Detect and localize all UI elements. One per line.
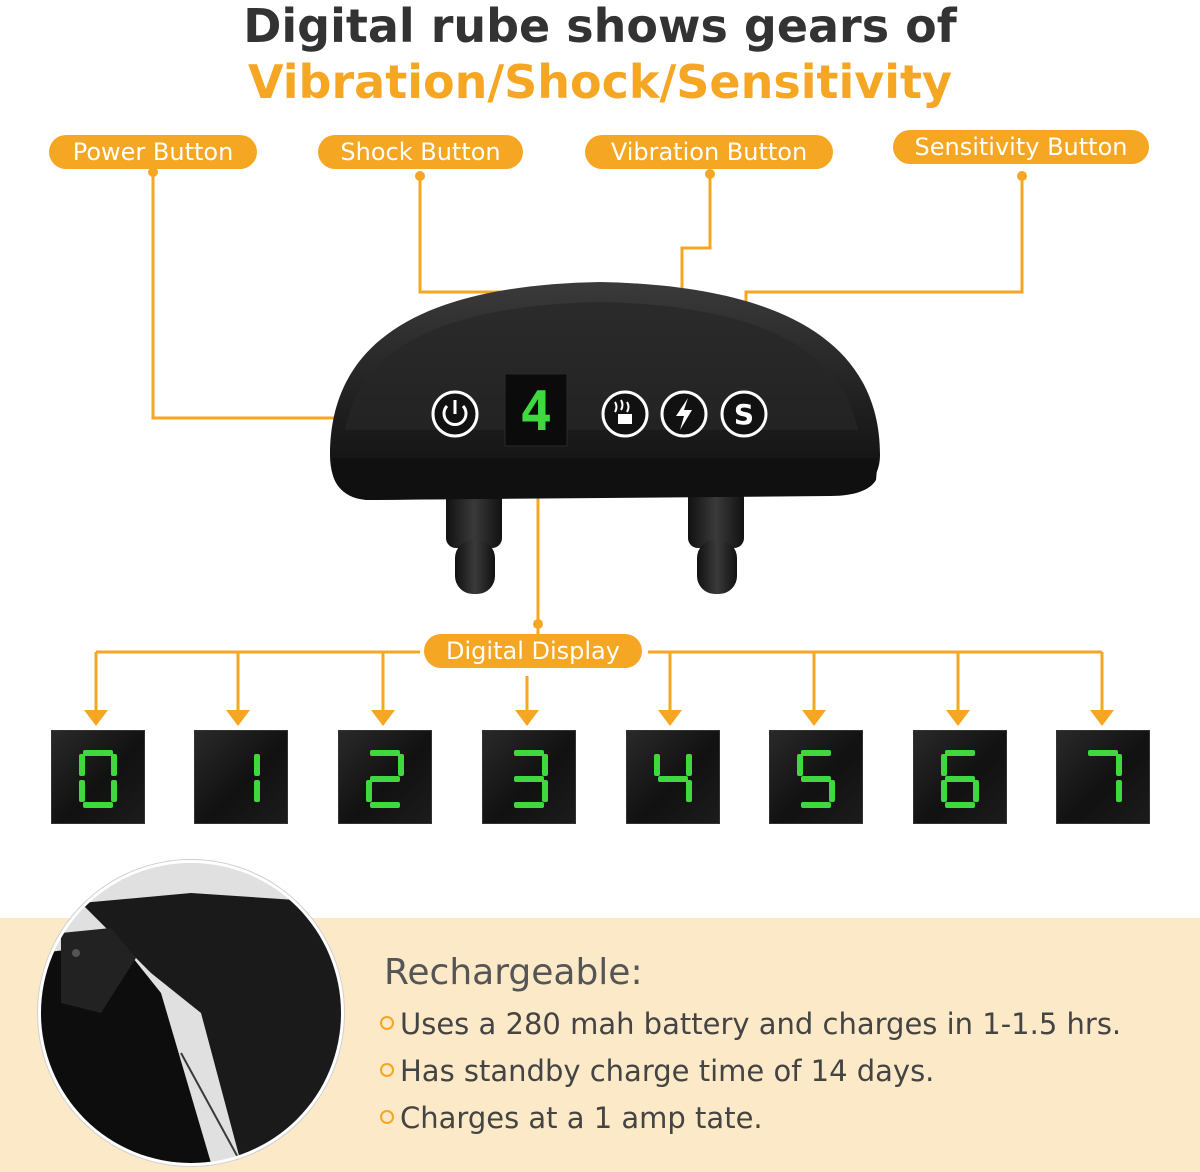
lightning-bolt-icon (660, 390, 708, 438)
svg-text:4: 4 (673, 819, 674, 821)
svg-text:6: 6 (960, 819, 961, 821)
title-line-1: Digital rube shows gears of (243, 0, 957, 53)
level-digit-1: 1 (194, 730, 288, 824)
rechargeable-bullets: Uses a 280 mah battery and charges in 1-… (380, 1004, 1121, 1145)
level-digit-3: 3 (482, 730, 576, 824)
level-digit-0: 0 (51, 730, 145, 824)
svg-text:2: 2 (385, 819, 386, 821)
vibration-button-label: Vibration Button (585, 135, 833, 169)
svg-text:0: 0 (98, 819, 99, 821)
svg-text:S: S (734, 398, 754, 431)
svg-text:3: 3 (529, 819, 530, 821)
right-probe (688, 488, 744, 594)
vibration-wave-icon (601, 390, 649, 438)
level-digit-2: 2 (338, 730, 432, 824)
bullet-item: Has standby charge time of 14 days. (380, 1051, 1121, 1098)
svg-text:1: 1 (241, 819, 242, 821)
device-display (504, 373, 568, 447)
bullet-dot-icon (380, 1016, 394, 1030)
bullet-item: Charges at a 1 amp tate. (380, 1098, 1121, 1145)
bullet-item: Uses a 280 mah battery and charges in 1-… (380, 1004, 1121, 1051)
level-digit-4: 4 (626, 730, 720, 824)
device-display-digit: 4 (520, 380, 553, 443)
left-probe (446, 488, 502, 594)
bullet-dot-icon (380, 1063, 394, 1077)
level-digit-6: 6 (913, 730, 1007, 824)
rechargeable-title: Rechargeable: (384, 952, 643, 993)
title-line-2: Vibration/Shock/Sensitivity (248, 55, 952, 109)
level-digit-7: 7 (1056, 730, 1150, 824)
svg-text:7: 7 (1103, 819, 1104, 821)
sensitivity-s-icon: S (720, 390, 768, 438)
power-icon (431, 390, 479, 438)
level-digit-5: 5 (769, 730, 863, 824)
digital-display-label: Digital Display (424, 634, 642, 668)
bullet-dot-icon (380, 1110, 394, 1124)
shock-button-label: Shock Button (318, 135, 523, 169)
collar-device: 4 S (330, 282, 880, 594)
charging-port-closeup (38, 860, 344, 1166)
power-button-label: Power Button (49, 135, 257, 169)
svg-text:5: 5 (816, 819, 817, 821)
sensitivity-button-label: Sensitivity Button (893, 130, 1149, 164)
